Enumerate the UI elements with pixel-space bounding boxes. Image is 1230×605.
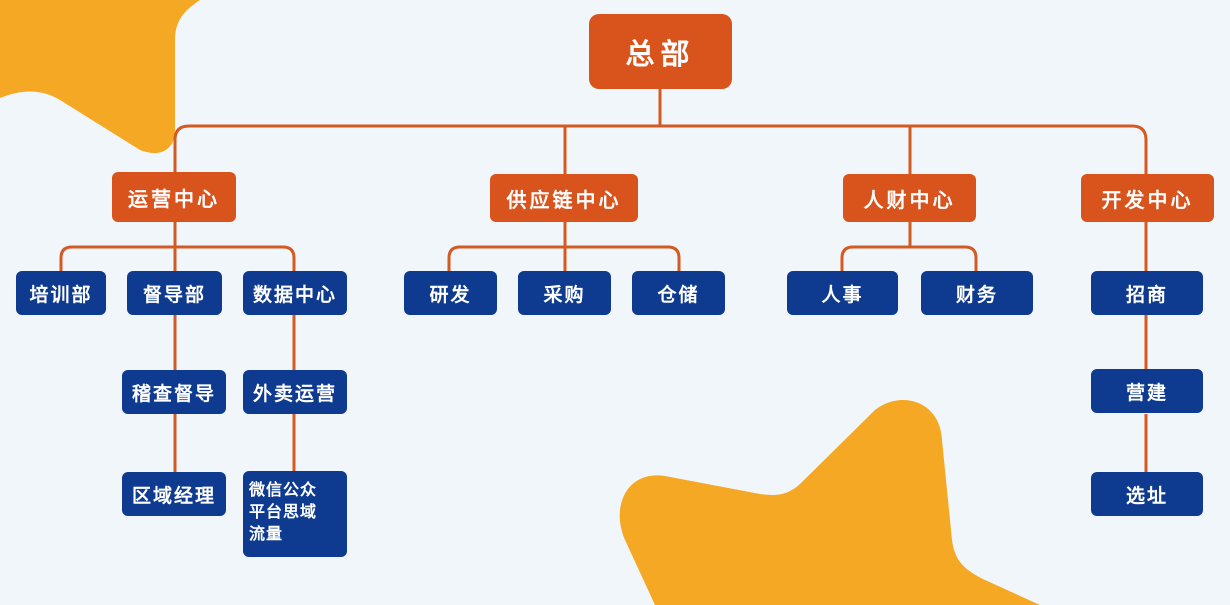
connectors	[59, 89, 1148, 474]
node-franchise-recruitment[interactable]: 招商	[1091, 271, 1203, 315]
node-takeout-operations[interactable]: 外卖运营	[243, 370, 347, 414]
node-finance[interactable]: 财务	[921, 271, 1033, 315]
node-rnd[interactable]: 研发	[404, 271, 497, 315]
decorative-star-top-left	[0, 0, 200, 154]
node-supervision-dept[interactable]: 督导部	[127, 271, 222, 315]
connector-hr-bus	[840, 245, 978, 272]
node-hr-finance-center[interactable]: 人财中心	[843, 174, 976, 222]
node-wechat-private-traffic[interactable]: 微信公众 平台思域 流量	[243, 471, 347, 557]
node-site-selection[interactable]: 选址	[1091, 472, 1203, 516]
node-operations-center[interactable]: 运营中心	[112, 172, 236, 222]
decorative-star-bottom	[619, 400, 1040, 605]
connector-supply-bus	[447, 245, 681, 272]
node-construction[interactable]: 营建	[1091, 369, 1203, 413]
node-development-center[interactable]: 开发中心	[1081, 174, 1214, 222]
node-data-center[interactable]: 数据中心	[243, 271, 347, 315]
connector-bus-top	[173, 124, 1148, 176]
node-inspection-supervision[interactable]: 稽查督导	[122, 370, 226, 414]
node-training-dept[interactable]: 培训部	[16, 271, 106, 315]
node-warehousing[interactable]: 仓储	[632, 271, 725, 315]
node-procurement[interactable]: 采购	[518, 271, 611, 315]
connector-ops-bus	[59, 245, 296, 272]
node-supply-chain-center[interactable]: 供应链中心	[490, 174, 638, 222]
node-personnel[interactable]: 人事	[787, 271, 898, 315]
node-regional-manager[interactable]: 区域经理	[122, 472, 226, 516]
node-headquarters[interactable]: 总部	[589, 14, 732, 89]
